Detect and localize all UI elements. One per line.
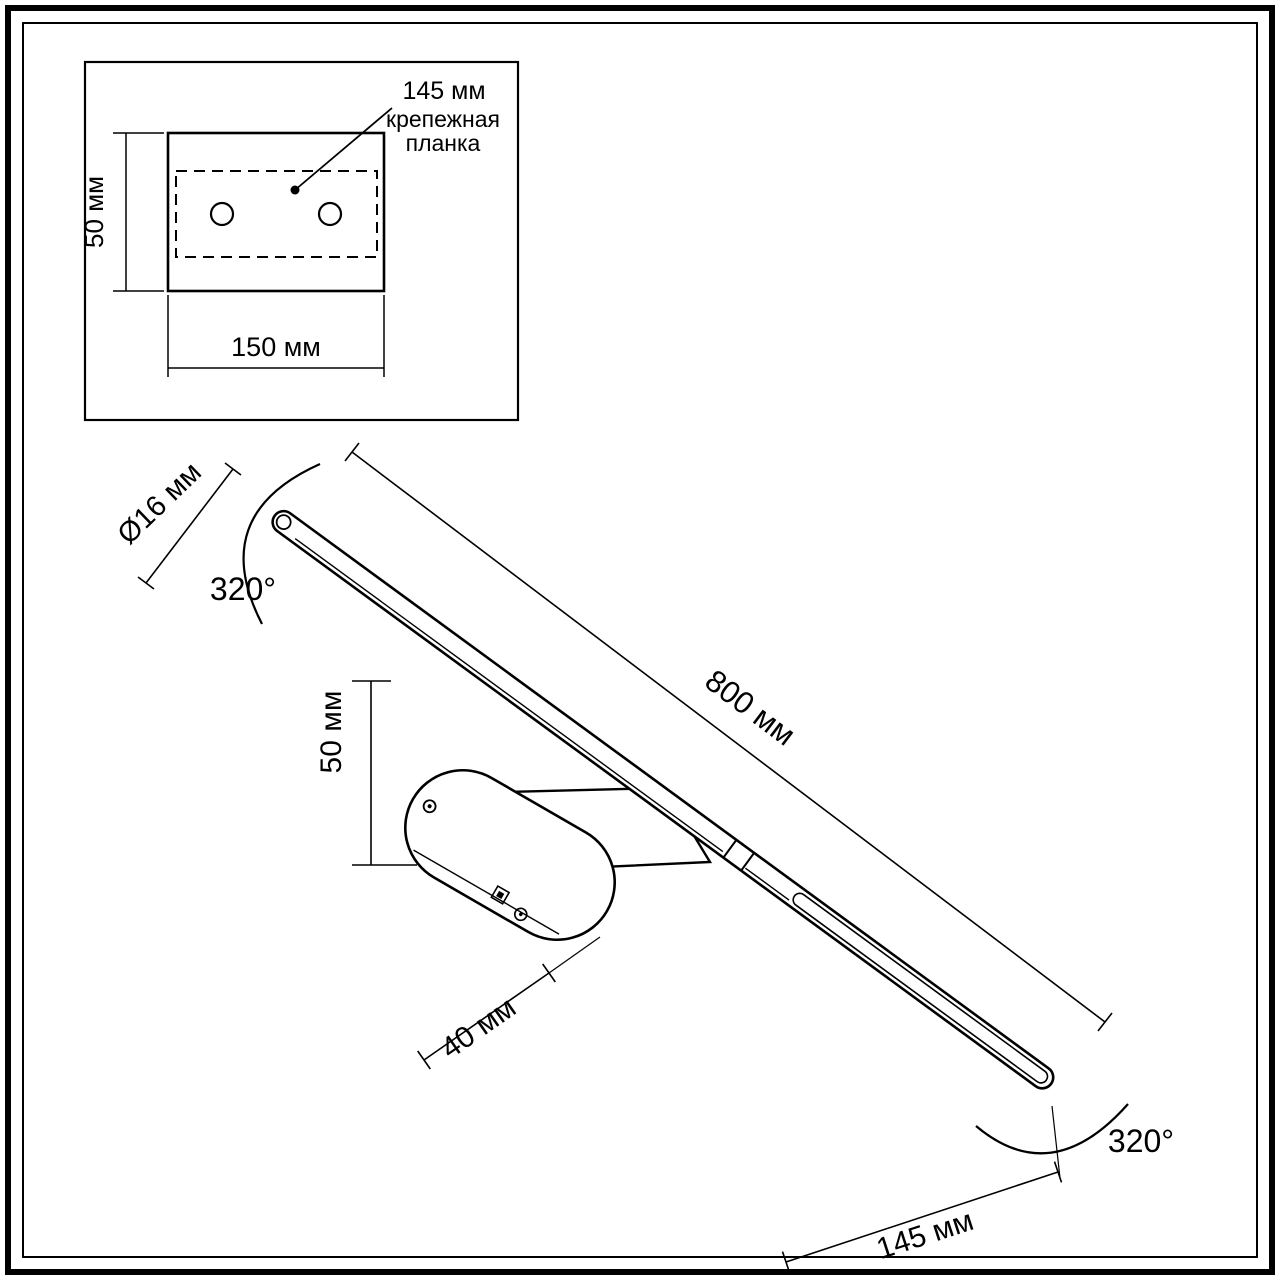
dimension-line (145, 468, 234, 584)
dimension-tick (1053, 1161, 1063, 1183)
mount-height-label: 50 мм (315, 691, 348, 774)
rotation-top-label: 320° (210, 571, 276, 607)
mount-screw-icon (422, 799, 437, 814)
screw-hole-right (317, 201, 343, 227)
dimension-line (785, 1171, 1059, 1263)
dimension-tick (344, 442, 360, 462)
mount-thickness-line (413, 849, 560, 935)
dimension-tick (137, 576, 155, 590)
wall-mount-body (404, 768, 616, 942)
dimension-line (351, 451, 1106, 1023)
insulation-mark-icon (490, 884, 511, 905)
length-label: 800 мм (699, 663, 802, 753)
mounting-plate (166, 131, 386, 293)
dim-mount-height: 50 мм (315, 680, 417, 866)
page-frame (5, 5, 1275, 1275)
mount-screw-dot (427, 804, 432, 809)
rotation-bottom-label: 320° (1108, 1123, 1174, 1159)
tube-inner-edge-2 (745, 867, 790, 901)
dim-diameter: Ø16 мм (112, 456, 242, 590)
dimension-tick (417, 1050, 431, 1070)
screw-hole-left (209, 201, 235, 227)
extension-line (1051, 1105, 1061, 1179)
tube-joint-line-2 (740, 852, 755, 872)
tube-joint-line-1 (722, 839, 738, 859)
inset-dim-height: 50 мм (79, 132, 164, 292)
mount-depth-label: 40 мм (435, 991, 522, 1066)
rotation-arc-top (242, 462, 321, 625)
frame-outer (5, 5, 1275, 1275)
inset-detail: 145 мм крепежная планка 50 мм 150 мм (79, 60, 520, 422)
lamp-drawing: Ø16 мм 320° 800 мм 50 мм 40 мм (112, 442, 1174, 1273)
plate-height-label: 50 мм (79, 176, 109, 248)
tube-end-cap (275, 514, 292, 531)
lamp-tube-group (271, 509, 1055, 1090)
diameter-label: Ø16 мм (112, 456, 208, 550)
dim-mount-depth: 40 мм (417, 936, 601, 1070)
rotation-top: 320° (210, 462, 321, 625)
frame-inner (22, 22, 1258, 1258)
inset-box (83, 60, 520, 422)
inset-dim-width: 150 мм (167, 295, 385, 377)
dimension-line (423, 972, 550, 1061)
dim-tip-offset: 145 мм (781, 1105, 1063, 1273)
mounting-bar-dashed-outline (175, 170, 378, 258)
dim-length: 800 мм (344, 442, 1113, 1032)
dimension-tick (1097, 1012, 1113, 1032)
lamp-tube (271, 509, 1055, 1090)
extension-line (548, 936, 601, 974)
tube-inner-edge-1 (294, 538, 724, 853)
plate-caption-line1: крепежная (386, 106, 500, 132)
dimension-tick (224, 462, 242, 476)
leader-line (294, 107, 393, 191)
rotation-arc-bottom (975, 1103, 1129, 1155)
dimension-tick (781, 1251, 791, 1273)
wall-mount (404, 768, 616, 942)
plate-caption-line2: планка (406, 130, 481, 156)
round-mark-icon (513, 907, 528, 922)
tube-diffuser (792, 892, 1049, 1084)
plate-width-label: 150 мм (231, 332, 321, 362)
rotation-bottom: 320° (975, 1103, 1174, 1159)
round-mark-dot (518, 912, 523, 917)
plate-center-dimension-label: 145 мм (402, 77, 485, 105)
insulation-mark-inner (496, 890, 505, 900)
